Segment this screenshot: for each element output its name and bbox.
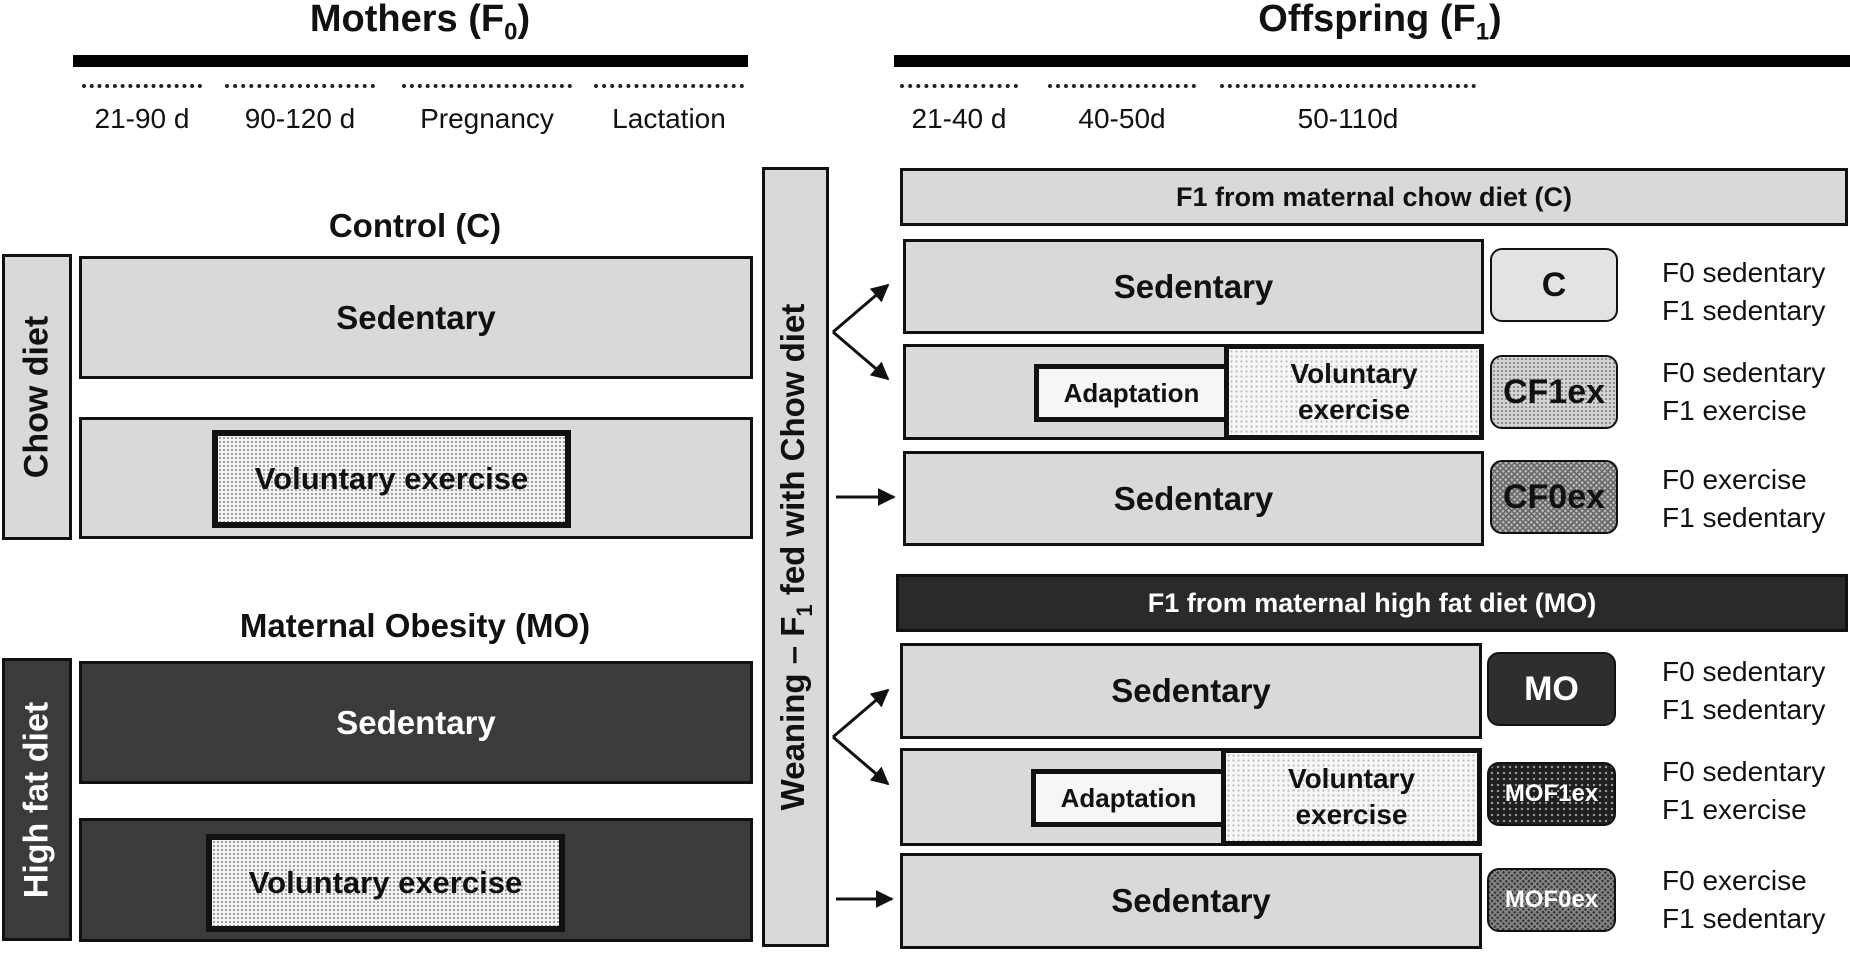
cf1ex-adaptation: Adaptation (1034, 364, 1229, 422)
group-code-mof1ex: MOF1ex (1487, 762, 1616, 826)
mothers-period-label: Pregnancy (420, 103, 554, 134)
obesity-heading: Maternal Obesity (MO) (239, 607, 591, 644)
mo-f1-sedentary-box: Sedentary (900, 643, 1482, 739)
mothers-title: Mothers (F0) (309, 0, 531, 46)
offspring-title: Offspring (F1) (1258, 0, 1502, 46)
mo-exercise-box: Voluntary exercise (79, 818, 753, 942)
group-code-c: C (1490, 248, 1618, 322)
control-heading: Control (C) (328, 207, 502, 244)
f1-hfd-header: F1 from maternal high fat diet (MO) (896, 574, 1848, 632)
mo-voluntary-exercise: Voluntary exercise (206, 834, 565, 932)
group-code-cf1ex: CF1ex (1490, 355, 1618, 429)
control-voluntary-exercise: Voluntary exercise (212, 430, 571, 528)
chow-diet-label: Chow diet (2, 254, 72, 540)
control-sedentary-box: Sedentary (79, 256, 753, 379)
mof1ex-adaptation: Adaptation (1031, 769, 1226, 827)
offspring-timeline-bar (894, 55, 1850, 67)
offspring-period-label: 21-40 d (911, 103, 1007, 134)
mothers-period-line (225, 84, 375, 88)
f1-chow-header: F1 from maternal chow diet (C) (900, 168, 1848, 226)
c-sedentary-box: Sedentary (903, 239, 1484, 334)
mothers-period-line (82, 84, 202, 88)
group-code-mof0ex: MOF0ex (1487, 868, 1616, 932)
offspring-period-label: 40-50d (1078, 103, 1166, 134)
cf0ex-sedentary-box: Sedentary (903, 451, 1484, 546)
offspring-period-line (1048, 84, 1196, 88)
mothers-period-line (402, 84, 572, 88)
mothers-period-label: 21-90 d (94, 103, 190, 134)
offspring-period-line (1220, 84, 1476, 88)
group-code-mo: MO (1487, 652, 1616, 726)
mothers-period-line (594, 84, 744, 88)
group-code-cf0ex: CF0ex (1490, 460, 1618, 534)
weaning-label: Weaning – F1 fed with Chow diet (762, 167, 829, 947)
mothers-period-label: 90-120 d (244, 103, 356, 134)
offspring-period-label: 50-110d (1297, 103, 1399, 134)
mof0ex-sedentary-box: Sedentary (900, 853, 1482, 949)
control-exercise-box: Voluntary exercise (79, 417, 753, 539)
high-fat-diet-label: High fat diet (2, 658, 72, 941)
mo-sedentary-box: Sedentary (79, 661, 753, 784)
mothers-timeline-bar (73, 55, 748, 67)
offspring-period-line (900, 84, 1018, 88)
mothers-period-label: Lactation (612, 103, 726, 134)
